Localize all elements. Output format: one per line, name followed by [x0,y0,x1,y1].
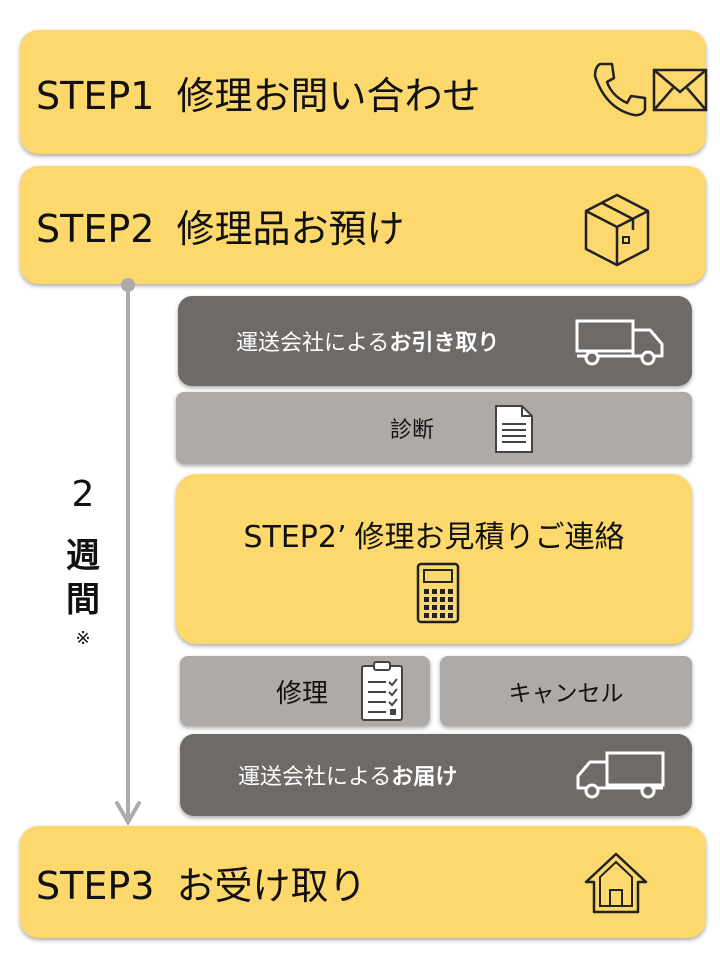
step2p-box: STEP2’修理お見積りご連絡 [176,474,692,644]
step2p-title: 修理お見積りご連絡 [354,520,625,555]
duration-arrow [115,278,141,826]
step2-box: STEP2 修理品お預け [20,166,706,284]
clipboard-checklist-icon [361,661,403,721]
truck-icon [575,319,664,366]
document-icon [495,405,533,453]
step3-number: STEP3 [36,863,155,908]
phone-icon [593,62,647,117]
delivery-truck-icon [576,751,665,799]
package-icon [584,193,650,267]
pickup-label: 運送会社によるお引き取り [236,325,499,357]
delivery-prefix: 運送会社による [238,765,392,790]
step3-label: STEP3 お受け取り [36,855,366,910]
step2-number: STEP2 [36,206,155,251]
duration-char-week: 週 [66,536,100,576]
cancel-label: キャンセル [508,681,624,707]
cancel-box: キャンセル [440,656,692,726]
step3-title: お受け取り [176,863,367,908]
duration-note: ※ [75,628,91,649]
step1-box: STEP1 修理お問い合わせ [20,30,708,154]
step3-box: STEP3 お受け取り [20,826,706,938]
duration-char-interval: 間 [66,580,100,620]
house-icon [584,852,648,914]
step1-number: STEP1 [36,73,155,118]
calculator-icon [416,562,460,624]
pickup-emphasis: お引き取り [389,331,500,356]
delivery-box: 運送会社によるお届け [180,734,692,816]
delivery-label: 運送会社によるお届け [238,759,457,791]
duration-number: 2 [71,474,95,515]
step2p-label: STEP2’修理お見積りご連絡 [176,512,692,556]
step2-label: STEP2 修理品お預け [36,198,404,253]
step2-title: 修理品お預け [176,206,405,251]
pickup-box: 運送会社によるお引き取り [178,296,692,386]
step2p-number: STEP2’ [243,520,347,555]
step1-title: 修理お問い合わせ [176,73,481,118]
diagnosis-label: 診断 [390,418,435,443]
diagnosis-box: 診断 [176,392,692,464]
delivery-emphasis: お届け [391,765,458,790]
mail-icon [652,68,708,112]
repair-label: 修理 [276,678,329,709]
repair-box: 修理 [180,656,430,726]
pickup-prefix: 運送会社による [236,331,390,356]
step1-label: STEP1 修理お問い合わせ [36,65,480,120]
